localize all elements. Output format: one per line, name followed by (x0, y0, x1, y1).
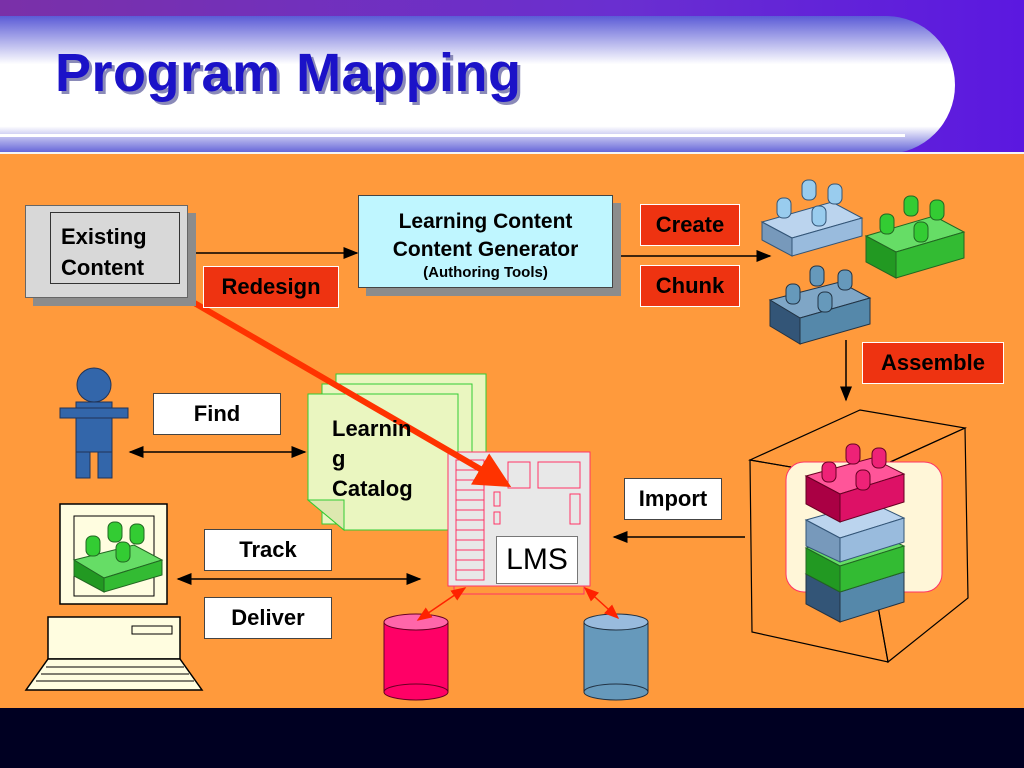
lms-label: LMS (496, 536, 578, 584)
content-generator-node: Learning Content Content Generator (Auth… (358, 195, 613, 288)
existing-content-label: Existing Content (50, 212, 180, 284)
existing-content-line1: Existing (61, 224, 147, 249)
database-blue-icon (583, 613, 649, 701)
computer-icon (24, 503, 204, 691)
import-label: Import (624, 478, 722, 520)
catalog-line2: g (332, 446, 346, 471)
title-underline (0, 134, 905, 137)
person-icon (59, 367, 129, 479)
create-tag: Create (640, 204, 740, 246)
block-steel-icon (768, 265, 872, 345)
block-green-icon (864, 195, 966, 279)
redesign-arrow (170, 287, 512, 488)
assembled-package (747, 409, 969, 664)
footer-bar (0, 708, 1024, 768)
catalog-label: Learnin g Catalog (332, 414, 413, 504)
deliver-label: Deliver (204, 597, 332, 639)
catalog-line1: Learnin (332, 416, 412, 441)
chunk-tag: Chunk (640, 265, 740, 307)
block-light-blue-icon (760, 179, 864, 257)
database-pink-icon (383, 613, 449, 701)
existing-content-node: Existing Content (25, 205, 188, 298)
content-generator-line1: Learning Content (398, 210, 573, 233)
arrow-lms-to-pink-db (416, 587, 467, 621)
track-label: Track (204, 529, 332, 571)
existing-content-line2: Content (61, 255, 145, 280)
catalog-line3: Catalog (332, 476, 413, 501)
page-title: Program Mapping (55, 43, 522, 103)
assemble-tag: Assemble (862, 342, 1004, 384)
arrow-lms-to-blue-db (583, 586, 620, 620)
content-generator-line2: Content Generator (392, 238, 579, 261)
content-generator-subtitle: (Authoring Tools) (423, 264, 548, 281)
redesign-tag: Redesign (203, 266, 339, 308)
find-label: Find (153, 393, 281, 435)
title-banner (0, 16, 955, 154)
